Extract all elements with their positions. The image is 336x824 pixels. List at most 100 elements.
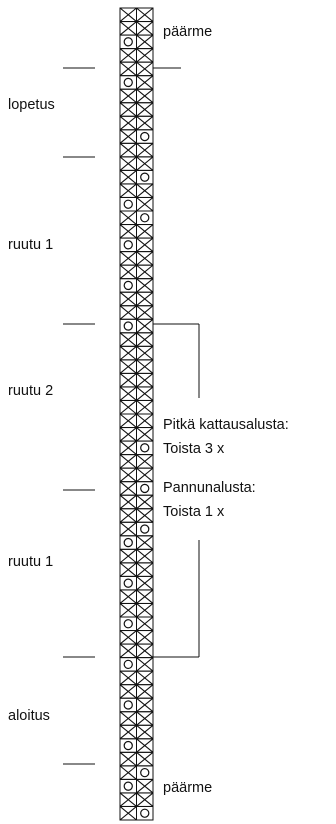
cross-stitch-cell: [136, 48, 154, 63]
lopetus-label: lopetus: [8, 97, 55, 113]
cross-stitch-cell: [119, 115, 137, 131]
cross-stitch-cell: [119, 305, 137, 320]
cross-stitch-cell: [119, 156, 137, 171]
stitch-grid: [119, 7, 154, 821]
cross-stitch-cell: [136, 88, 154, 104]
circle-stitch-cell: [136, 169, 154, 185]
cross-stitch-cell: [136, 359, 154, 374]
long-mat-repeat-note: Toista 3 x: [163, 441, 225, 457]
cross-stitch-cell: [119, 792, 137, 807]
cross-stitch-cell: [136, 630, 154, 645]
cross-stitch-cell: [119, 21, 137, 36]
cross-stitch-cell: [119, 724, 137, 740]
cross-stitch-cell: [136, 156, 154, 171]
cross-stitch-cell: [136, 386, 154, 401]
cross-stitch-cell: [136, 427, 154, 442]
circle-stitch-cell: [119, 697, 137, 713]
cross-stitch-cell: [136, 264, 154, 280]
cross-stitch-cell: [119, 332, 137, 347]
circle-stitch-cell: [136, 481, 154, 496]
cross-stitch-cell: [119, 413, 137, 429]
cross-stitch-cell: [136, 711, 154, 726]
repeat-bracket: [153, 323, 200, 658]
cross-stitch-cell: [119, 372, 137, 388]
cross-stitch-cell: [136, 196, 154, 212]
cross-stitch-cell: [136, 251, 154, 266]
cross-stitch-cell: [136, 643, 154, 659]
cross-stitch-cell: [119, 643, 137, 659]
cross-stitch-cell: [136, 724, 154, 740]
cross-stitch-cell: [136, 670, 154, 686]
cross-stitch-cell: [119, 751, 137, 767]
circle-stitch-cell: [119, 778, 137, 794]
circle-stitch-cell: [119, 278, 137, 293]
cross-stitch-cell: [119, 142, 137, 158]
ruutu1-top-label: ruutu 1: [8, 237, 54, 253]
cross-stitch-cell: [119, 481, 137, 496]
cross-stitch-cell: [136, 778, 154, 794]
cross-stitch-cell: [119, 765, 137, 780]
cross-stitch-cell: [119, 102, 137, 117]
cross-stitch-cell: [136, 7, 154, 23]
cross-stitch-cell: [119, 805, 137, 821]
cross-stitch-cell: [119, 291, 137, 307]
cross-stitch-cell: [119, 521, 137, 537]
cross-stitch-cell: [119, 345, 137, 361]
cross-stitch-cell: [119, 251, 137, 266]
cross-stitch-cell: [119, 670, 137, 686]
circle-stitch-cell: [119, 616, 137, 632]
circle-stitch-cell: [119, 34, 137, 50]
cross-stitch-cell: [119, 427, 137, 442]
cross-stitch-cell: [119, 48, 137, 63]
cross-stitch-cell: [136, 372, 154, 388]
cross-stitch-cell: [136, 792, 154, 807]
top-border-label: päärme: [163, 24, 213, 40]
circle-stitch-cell: [119, 196, 137, 212]
cross-stitch-cell: [136, 616, 154, 632]
cross-stitch-cell: [136, 697, 154, 713]
circle-stitch-cell: [136, 210, 154, 226]
cross-stitch-cell: [119, 224, 137, 239]
cross-stitch-cell: [136, 535, 154, 550]
cross-stitch-cell: [136, 183, 154, 198]
cross-stitch-cell: [136, 291, 154, 307]
cross-stitch-cell: [136, 548, 154, 564]
cross-stitch-cell: [119, 630, 137, 645]
cross-stitch-cell: [136, 318, 154, 334]
cross-stitch-cell: [136, 399, 154, 415]
cross-stitch-cell: [136, 237, 154, 253]
circle-stitch-cell: [136, 440, 154, 456]
circle-stitch-cell: [136, 765, 154, 780]
circle-stitch-cell: [119, 237, 137, 253]
cross-stitch-cell: [119, 454, 137, 469]
cross-stitch-cell: [119, 494, 137, 510]
cross-stitch-cell: [136, 508, 154, 523]
cross-stitch-cell: [136, 657, 154, 672]
cross-stitch-cell: [119, 88, 137, 104]
circle-stitch-cell: [119, 535, 137, 550]
cross-stitch-cell: [119, 129, 137, 144]
long-mat-note: Pitkä kattausalusta:: [163, 417, 289, 433]
cross-stitch-cell: [136, 61, 154, 77]
cross-stitch-cell: [136, 142, 154, 158]
circle-stitch-cell: [119, 657, 137, 672]
cross-stitch-cell: [119, 386, 137, 401]
cross-stitch-cell: [119, 169, 137, 185]
cross-stitch-cell: [136, 21, 154, 36]
aloitus-label: aloitus: [8, 708, 50, 724]
cross-stitch-cell: [119, 399, 137, 415]
cross-stitch-cell: [136, 738, 154, 753]
bottom-border-label: päärme: [163, 780, 213, 796]
ruutu1-bottom-label: ruutu 1: [8, 554, 54, 570]
cross-stitch-cell: [136, 332, 154, 347]
cross-stitch-cell: [136, 575, 154, 591]
circle-stitch-cell: [119, 318, 137, 334]
ruutu2-label: ruutu 2: [8, 383, 54, 399]
cross-stitch-cell: [119, 589, 137, 604]
cross-stitch-cell: [136, 751, 154, 767]
cross-stitch-cell: [119, 711, 137, 726]
cross-stitch-cell: [119, 602, 137, 618]
circle-stitch-cell: [136, 805, 154, 821]
cross-stitch-cell: [136, 589, 154, 604]
